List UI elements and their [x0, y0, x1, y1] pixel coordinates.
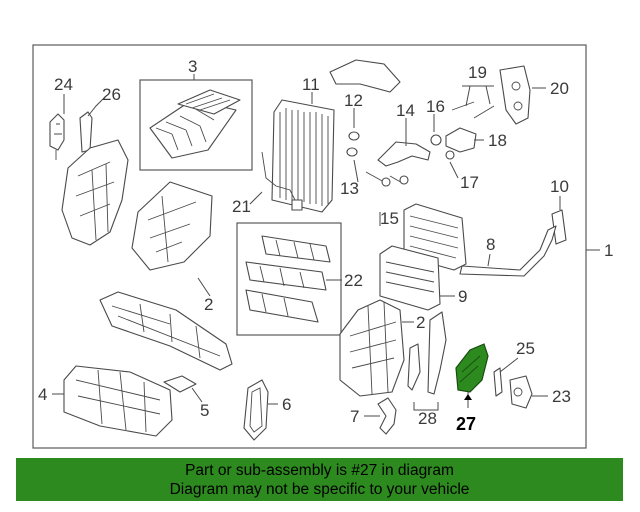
part-2-lower[interactable] [339, 299, 405, 397]
part-28[interactable] [407, 311, 447, 411]
part-22-doors[interactable] [245, 235, 331, 323]
part-bracket-top[interactable] [329, 59, 401, 93]
part-duct-left[interactable] [99, 291, 233, 371]
callout-23: 23 [552, 387, 571, 406]
part-11-evaporator[interactable] [271, 99, 335, 213]
part-20-bracket[interactable] [499, 65, 531, 125]
callout-4: 4 [38, 385, 47, 404]
callout-16: 16 [426, 97, 445, 116]
part-5-seal[interactable] [163, 375, 197, 393]
callout-25: 25 [516, 339, 535, 358]
part-13-oring[interactable] [346, 147, 358, 157]
part-14-pipe[interactable] [377, 141, 431, 167]
callout-21: 21 [232, 197, 251, 216]
subassembly-box-3 [139, 79, 253, 171]
subassembly-box-22 [236, 222, 342, 336]
callout-20: 20 [550, 79, 569, 98]
callout-24: 24 [54, 75, 73, 94]
part-15-bolts[interactable] [365, 171, 409, 187]
leader-lines [52, 74, 561, 417]
callout-1: 1 [604, 241, 613, 260]
info-banner: Part or sub-assembly is #27 in diagram D… [16, 458, 623, 501]
callout-10: 10 [550, 177, 569, 196]
callout-5: 5 [200, 401, 209, 420]
part-3-filter[interactable] [149, 89, 241, 159]
callout-6: 6 [282, 395, 291, 414]
callout-2-lower: 2 [416, 313, 425, 332]
part-7-hose[interactable] [377, 397, 397, 435]
part-10[interactable] [551, 209, 567, 245]
callout-27: 27 [456, 414, 476, 434]
banner-line-2: Diagram may not be specific to your vehi… [169, 481, 470, 498]
callout-15: 15 [380, 209, 399, 228]
part-23[interactable] [509, 375, 533, 409]
part-housing-left[interactable] [61, 139, 129, 246]
callout-labels: 1 2 2 3 4 5 6 7 8 9 10 11 12 13 14 15 16… [38, 57, 613, 434]
part-16[interactable] [430, 134, 442, 146]
callout-9: 9 [458, 287, 467, 306]
part-18-block[interactable] [445, 127, 477, 153]
part-17[interactable] [445, 150, 455, 160]
part-24[interactable] [49, 113, 65, 160]
callout-8: 8 [486, 235, 495, 254]
parts-diagram: 1 2 2 3 4 5 6 7 8 9 10 11 12 13 14 15 16… [32, 44, 613, 449]
callout-3: 3 [188, 57, 197, 76]
callout-17: 17 [460, 173, 479, 192]
callout-2-upper: 2 [204, 295, 213, 314]
part-21-wire[interactable] [261, 151, 303, 211]
callout-22: 22 [344, 271, 363, 290]
part-25[interactable] [493, 367, 503, 397]
callout-28: 28 [418, 409, 437, 428]
part-6-gasket[interactable] [243, 379, 269, 441]
part-26[interactable] [79, 111, 93, 153]
part-12-oring[interactable] [348, 131, 360, 141]
assembly-frame [32, 44, 587, 449]
part-19-bolts[interactable] [451, 85, 495, 119]
part-4-case[interactable] [63, 365, 173, 437]
callout-19: 19 [468, 63, 487, 82]
callout-18: 18 [488, 131, 507, 150]
callout-14: 14 [396, 101, 415, 120]
part-27-highlighted[interactable] [455, 343, 489, 408]
part-9-core[interactable] [379, 245, 441, 311]
callout-12: 12 [344, 91, 363, 110]
part-2-upper[interactable] [131, 181, 213, 271]
callout-26: 26 [102, 85, 121, 104]
callout-7: 7 [350, 407, 359, 426]
callout-11: 11 [302, 75, 320, 94]
callout-13: 13 [340, 179, 359, 198]
banner-line-1: Part or sub-assembly is #27 in diagram [185, 462, 454, 479]
